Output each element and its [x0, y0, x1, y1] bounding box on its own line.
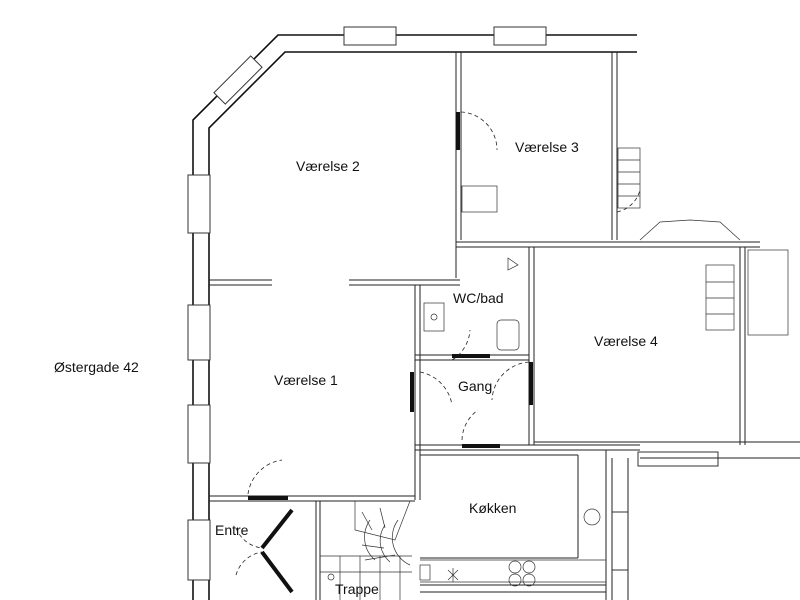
interior-walls	[209, 52, 800, 600]
toilet-icon	[496, 319, 520, 351]
window-corner	[213, 55, 263, 105]
door-entre-diag-1	[260, 508, 294, 550]
window-kitchen	[611, 511, 629, 571]
window-left-3	[187, 404, 211, 464]
shower-icon	[507, 257, 519, 271]
door-leaves	[248, 112, 533, 594]
room-label-wc-bad: WC/bad	[453, 290, 504, 306]
door-swings	[235, 111, 641, 576]
sink-icon	[423, 302, 445, 332]
room-label-entre: Entre	[215, 522, 249, 538]
address-label: Østergade 42	[54, 359, 139, 375]
room-label-vaerelse3: Værelse 3	[515, 139, 579, 155]
window-right-lower	[637, 451, 719, 467]
windows	[187, 26, 719, 581]
room-label-gang: Gang	[458, 378, 492, 394]
window-left-2	[187, 304, 211, 361]
window-left-4	[187, 519, 211, 581]
star-icon	[447, 568, 459, 582]
room-label-vaerelse4: Værelse 4	[594, 333, 658, 349]
room-label-trappe: Trappe	[335, 581, 379, 597]
window-left-1	[187, 174, 211, 234]
room-label-vaerelse1: Værelse 1	[274, 372, 338, 388]
window-top-right	[493, 26, 547, 46]
room-label-koekken: Køkken	[469, 500, 516, 516]
window-top-left	[343, 26, 397, 46]
stair-top	[354, 500, 411, 541]
kitchen-sink-icon	[583, 508, 601, 526]
fixtures	[320, 147, 789, 600]
room-labels: Østergade 42 Værelse 2 Værelse 3 Værelse…	[54, 139, 658, 597]
stove-burner-icon	[508, 560, 522, 574]
door-entre-diag-2	[260, 550, 294, 594]
room-label-vaerelse2: Værelse 2	[296, 158, 360, 174]
